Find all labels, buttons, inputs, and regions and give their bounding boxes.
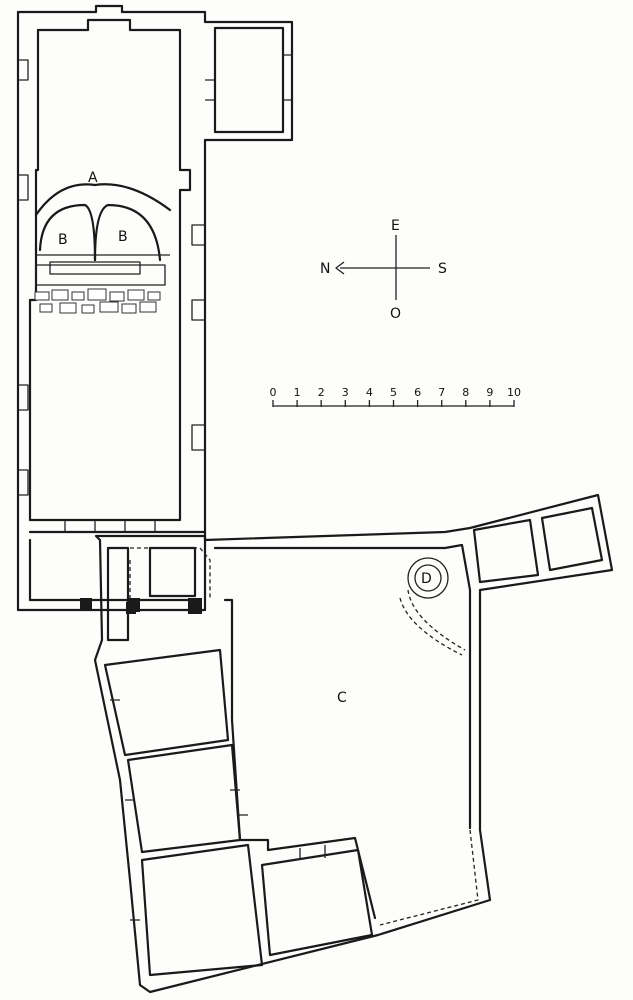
scale-tick-label: 2	[318, 386, 325, 399]
scale-ticks: 0 1 2 3 4 5 6 7 8 9 10	[270, 386, 521, 407]
label-cistern-d: D	[421, 571, 432, 587]
label-courtyard-c: C	[337, 690, 347, 706]
courtyard-complex: D C	[93, 493, 614, 994]
scale-tick-label: 8	[462, 386, 469, 399]
compass-west-label: O	[390, 306, 401, 322]
compass-south-label: S	[438, 261, 447, 277]
label-bay-b-left: B	[58, 232, 68, 248]
compass-north-label: N	[320, 261, 330, 277]
scale-tick-label: 6	[414, 386, 421, 399]
scale-tick-label: 1	[294, 386, 301, 399]
label-bay-b-right: B	[118, 229, 128, 245]
scale-tick-label: 0	[270, 386, 277, 399]
compass-east-label: E	[391, 218, 400, 234]
scale-tick-label: 3	[342, 386, 349, 399]
compass-rose: E N S O	[320, 218, 447, 322]
vault-area: A B B	[34, 170, 172, 314]
scale-tick-label: 7	[438, 386, 445, 399]
scale-tick-label: 5	[390, 386, 397, 399]
scale-bar: 0 1 2 3 4 5 6 7 8 9 10	[270, 386, 521, 407]
scale-tick-label: 10	[507, 386, 521, 399]
scale-tick-label: 9	[486, 386, 493, 399]
scale-tick-label: 4	[366, 386, 373, 399]
rubble-row	[34, 288, 161, 314]
nave-building	[16, 4, 294, 614]
label-vault-a: A	[88, 170, 98, 186]
